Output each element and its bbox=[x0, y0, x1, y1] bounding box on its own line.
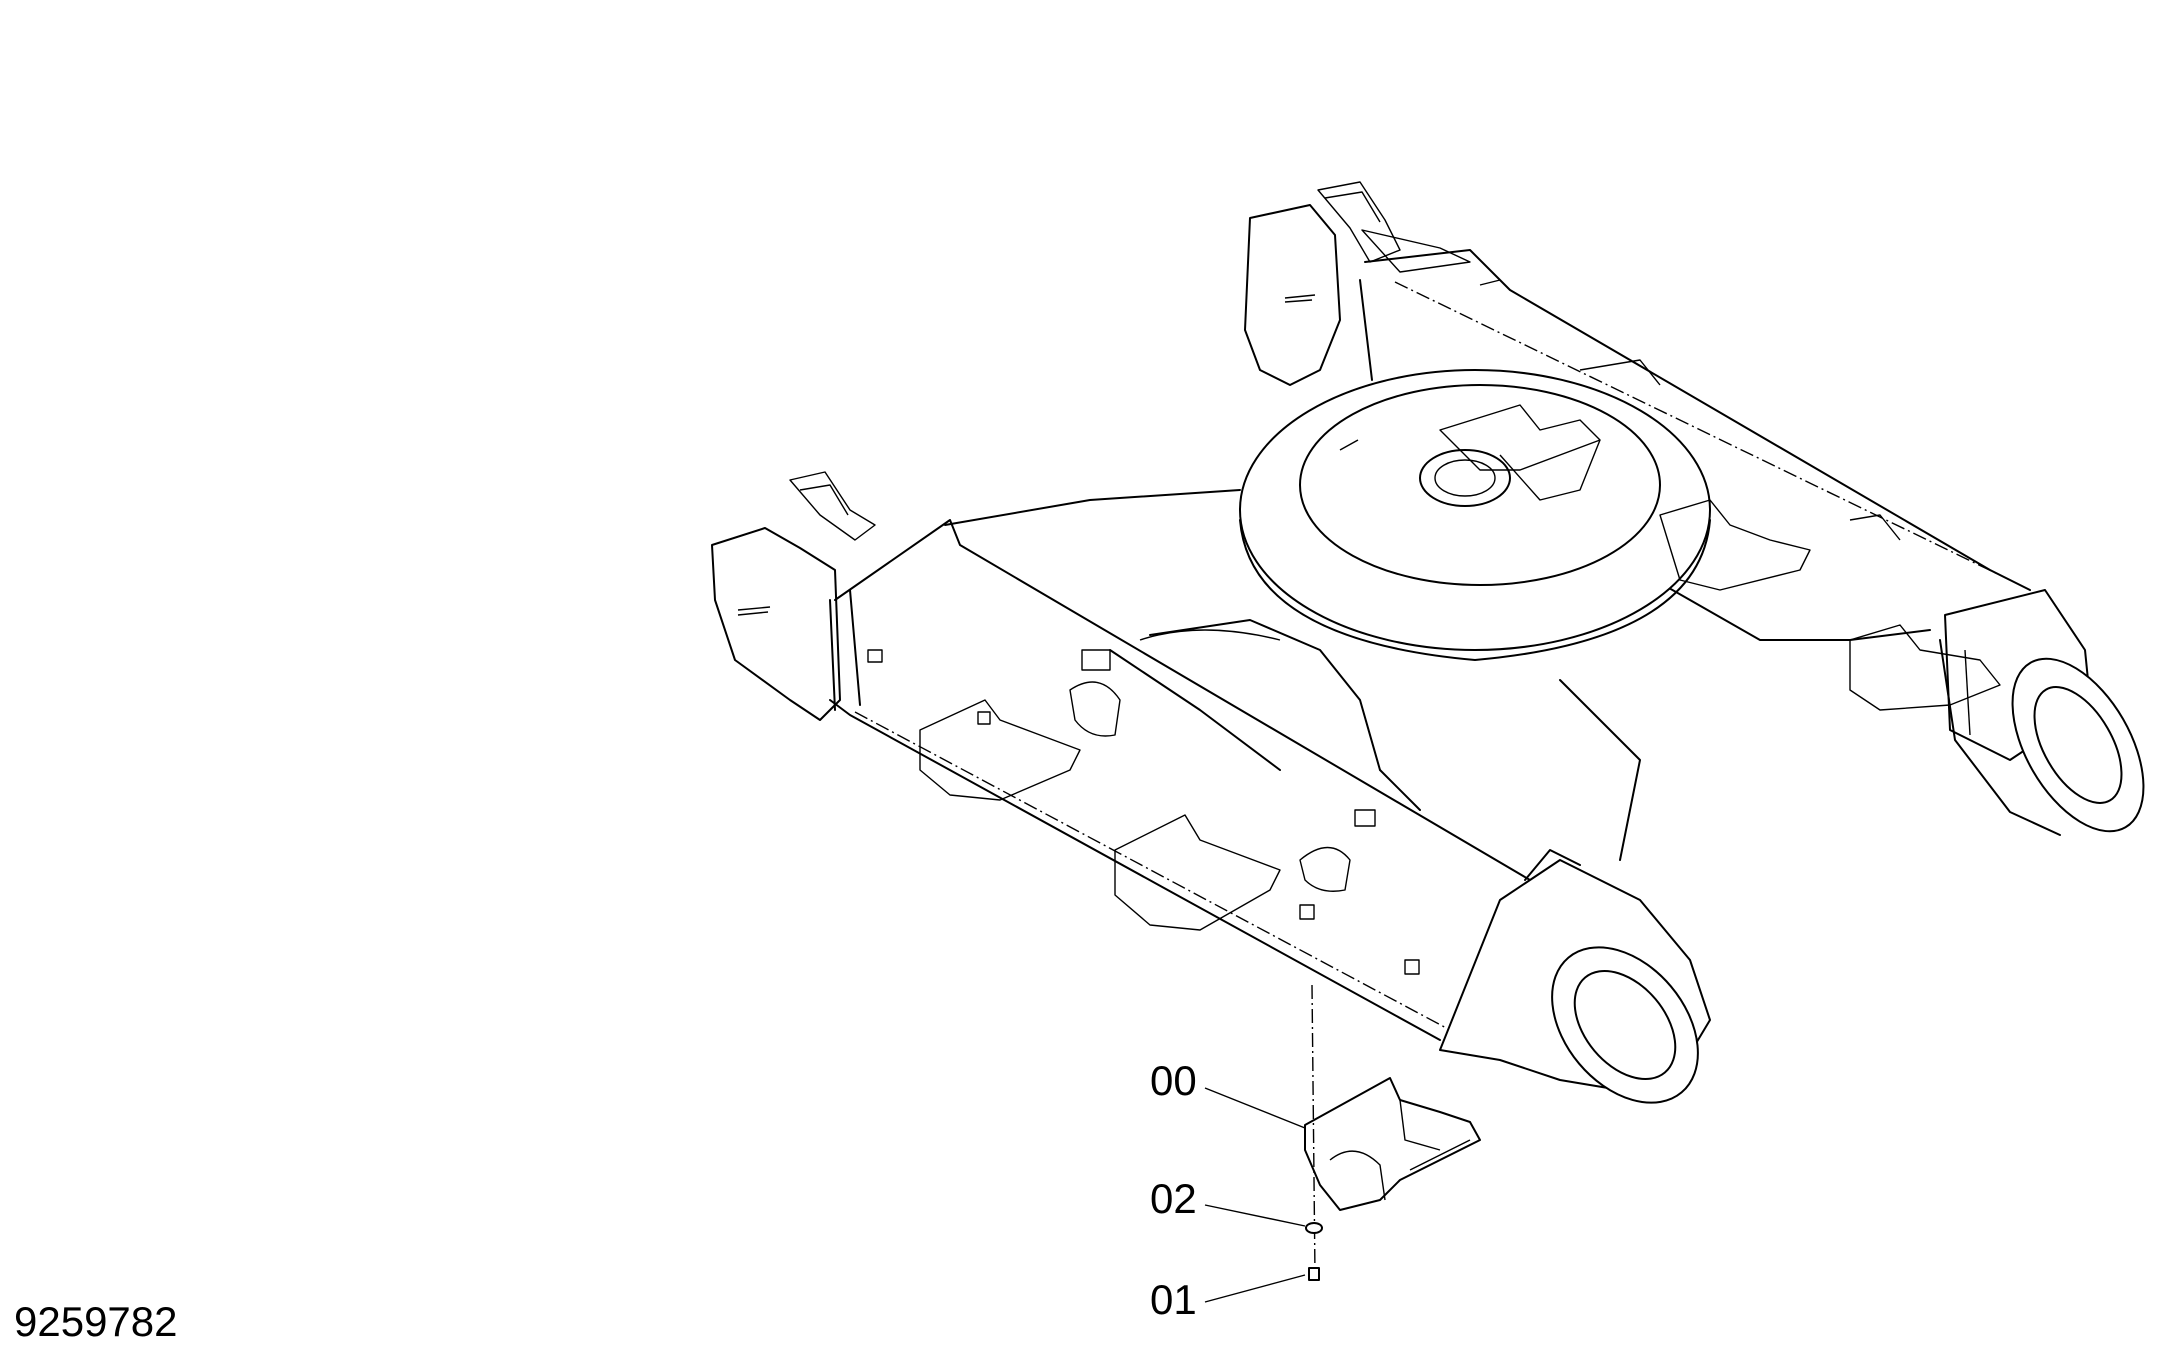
leader-01 bbox=[1204, 1274, 1306, 1303]
part-02-washer bbox=[1305, 1222, 1323, 1234]
drawing-number: 9259782 bbox=[14, 1298, 178, 1345]
leader-02 bbox=[1204, 1204, 1306, 1227]
callout-00: 00 bbox=[1150, 1057, 1197, 1104]
part-01-bolt bbox=[1308, 1267, 1320, 1281]
part-00-guard-bracket bbox=[1304, 1077, 1481, 1211]
leader-00 bbox=[1204, 1087, 1306, 1129]
track-frame bbox=[711, 181, 2145, 1104]
callout-01: 01 bbox=[1150, 1276, 1197, 1323]
callout-02: 02 bbox=[1150, 1175, 1197, 1222]
